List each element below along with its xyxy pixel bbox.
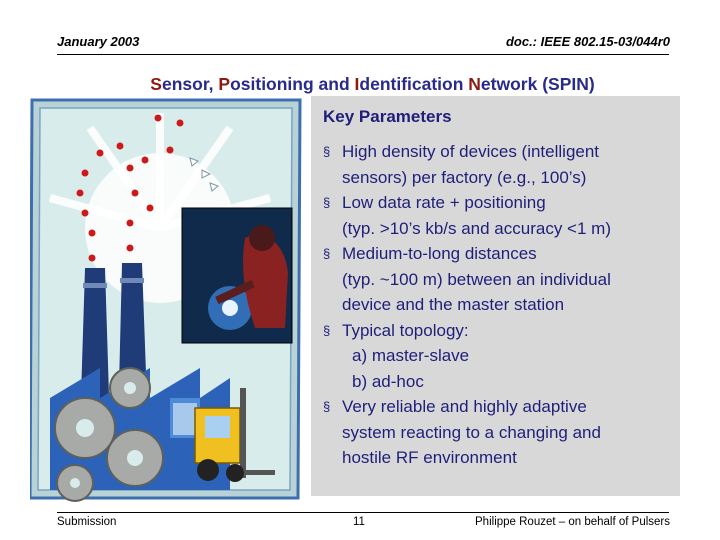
page-number: 11 <box>353 516 365 528</box>
bullet-line: Medium-to-long distances <box>342 244 537 263</box>
bullet-marker: § <box>323 144 331 159</box>
title-part: dentification <box>359 74 469 94</box>
bullet-marker: § <box>323 322 331 338</box>
bullet-line: sensors) per factory (e.g., 100’s) <box>342 167 587 187</box>
bullet-line: Typical topology: <box>342 320 469 340</box>
title-part: S <box>150 74 162 94</box>
header-doc-id: doc.: IEEE 802.15-03/044r0 <box>505 34 670 49</box>
bullet-line: (typ. >10’s kb/s and accuracy <1 m) <box>342 218 611 238</box>
bullet-marker: § <box>323 399 331 414</box>
bullet-list: § High density of devices (intelligent s… <box>320 139 678 471</box>
header-date: January 2003 <box>57 34 140 49</box>
footer-author: Philippe Rouzet – on behalf of Pulsers <box>475 516 670 528</box>
slide-title: Sensor, Positioning and Identification N… <box>0 74 720 95</box>
bullet-line: (typ. ~100 m) between an individual <box>342 269 611 289</box>
title-part: N <box>468 74 481 94</box>
bullet-marker: § <box>323 195 331 210</box>
bullet-item: § Medium-to-long distances (typ. ~100 m)… <box>320 241 678 318</box>
bullet-line: High density of devices (intelligent <box>342 142 600 161</box>
slide-subtitle: Key Parameters <box>323 107 452 126</box>
header-rule <box>57 54 669 55</box>
bullet-line: hostile RF environment <box>342 448 517 467</box>
bullet-item: § Low data rate + positioning (typ. >10’… <box>320 190 678 241</box>
factory-illustration <box>30 98 302 502</box>
footer-rule <box>57 512 669 513</box>
content-panel <box>311 96 680 496</box>
bullet-line: device and the master station <box>342 295 565 314</box>
title-part: P <box>218 74 231 94</box>
title-part: I <box>354 74 360 94</box>
bullet-marker: § <box>323 246 331 261</box>
title-part: ositioning and <box>230 74 355 94</box>
bullet-line: system reacting to a changing and <box>342 422 601 442</box>
title-part: etwork (SPIN) <box>480 74 595 94</box>
bullet-item: § High density of devices (intelligent s… <box>320 139 678 190</box>
bullet-line: Very reliable and highly adaptive <box>342 397 587 416</box>
bullet-line: Low data rate + positioning <box>342 193 546 212</box>
footer-submission: Submission <box>57 516 117 528</box>
bullet-item: § Very reliable and highly adaptive syst… <box>320 394 678 471</box>
bullet-line: a) master-slave <box>352 346 470 365</box>
bullet-item: § Typical topology: a) master-slave b) a… <box>320 318 678 395</box>
bullet-line: b) ad-hoc <box>352 371 424 391</box>
title-part: ensor, <box>161 74 219 94</box>
